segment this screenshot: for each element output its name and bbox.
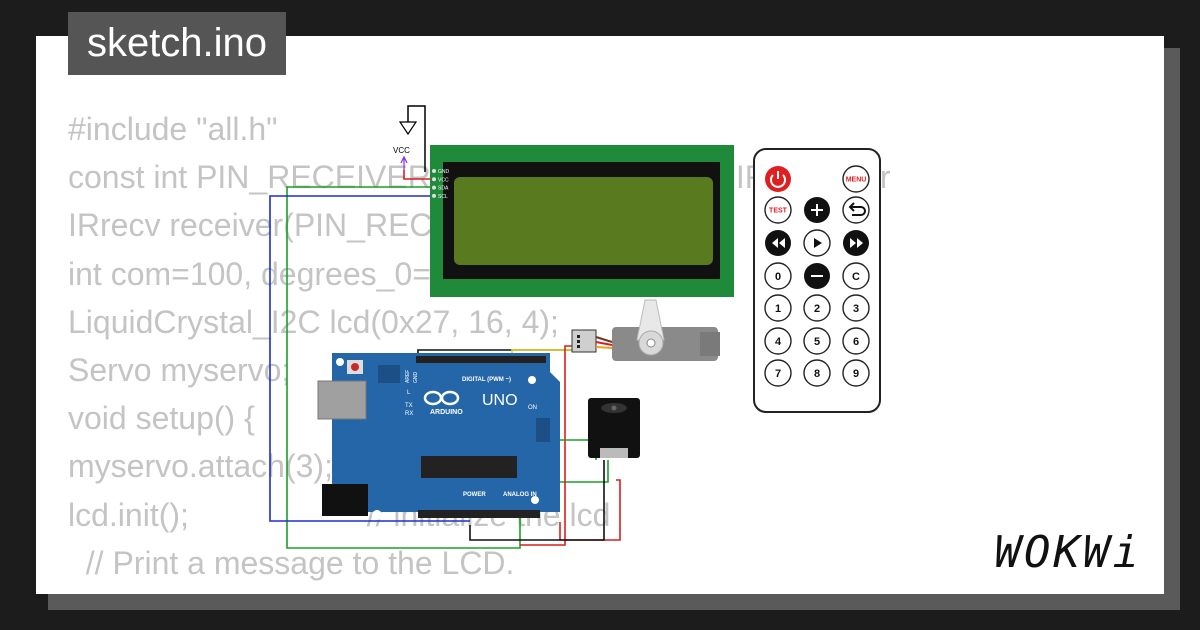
preview-card: #include "all.h"const int PIN_RECEIVER =…: [36, 36, 1164, 594]
arduino-aref: AREF: [405, 370, 411, 383]
remote-digit-0[interactable]: [764, 262, 792, 290]
code-line: LiquidCrystal_I2C lcd(0x27, 16, 4);: [68, 303, 559, 340]
arduino-logo: [423, 390, 460, 406]
prev-icon: [772, 238, 785, 248]
plus-icon: [811, 204, 823, 216]
file-tab[interactable]: sketch.ino: [68, 12, 286, 75]
wokwi-logo: WOKWi: [994, 527, 1142, 578]
remote-c-button-label: C: [852, 271, 860, 283]
vcc-symbol: VCC: [393, 105, 426, 172]
lcd-pin: [432, 193, 436, 198]
play-icon: [814, 238, 822, 248]
servo-motor: [571, 299, 720, 361]
vcc-label: VCC: [393, 146, 410, 155]
lcd-display: GND VCC SDA SCL: [430, 145, 734, 297]
remote-digit-5-label: 5: [814, 336, 820, 348]
remote-digit-2-label: 2: [814, 303, 820, 315]
next-icon: [850, 238, 863, 248]
remote-back-button[interactable]: [842, 196, 870, 224]
arduino-brand: ARDUINO: [430, 409, 463, 416]
remote-test-button-label: TEST: [769, 208, 788, 215]
remote-test-button[interactable]: [764, 196, 792, 224]
code-line: void setup() {: [68, 400, 255, 437]
remote-digit-9[interactable]: [842, 359, 870, 387]
remote-buttons: MENU TEST 0 C 1 2 3 4 5 6 7 8 9: [764, 165, 870, 387]
remote-c-button[interactable]: [842, 262, 870, 290]
remote-digit-6-label: 6: [853, 336, 859, 348]
code-line: lcd.backlight();: [68, 587, 891, 594]
remote-digit-8[interactable]: [803, 359, 831, 387]
remote-digit-5[interactable]: [803, 327, 831, 355]
lcd-pin: [432, 185, 436, 190]
arduino-analog: ANALOG IN: [503, 492, 537, 498]
arduino-on: ON: [528, 405, 537, 411]
lcd-pin: [432, 169, 436, 173]
lcd-pin-label: GND: [438, 169, 450, 175]
remote-digit-7[interactable]: [764, 359, 792, 387]
remote-digit-4-label: 4: [775, 336, 782, 348]
remote-digit-1-label: 1: [775, 303, 781, 315]
arduino-tx: TX: [405, 403, 413, 409]
arduino-model: UNO: [482, 392, 518, 409]
remote-digit-7-label: 7: [775, 368, 781, 380]
remote-digit-0-label: 0: [775, 271, 781, 283]
remote-digit-4[interactable]: [764, 327, 792, 355]
remote-menu-button-label: MENU: [846, 177, 867, 184]
lcd-pin: [432, 177, 436, 182]
power-icon: [770, 171, 786, 188]
code-line: int com=100, degrees_0=0;: [68, 255, 458, 292]
remote-digit-6[interactable]: [842, 327, 870, 355]
arduino-digital: DIGITAL (PWM ~): [462, 377, 511, 383]
remote-digit-3-label: 3: [853, 303, 859, 315]
lcd-pins: GND VCC SDA SCL: [432, 169, 450, 200]
remote-digit-9-label: 9: [853, 368, 859, 380]
code-line: Servo myservo;: [68, 352, 291, 389]
arduino-power: POWER: [463, 492, 486, 498]
lcd-pin-label: SCL: [438, 194, 448, 200]
ir-remote: MENU TEST 0 C 1 2 3 4 5 6 7 8 9: [753, 148, 881, 413]
code-line: #include "all.h": [68, 111, 278, 147]
arduino-l: L: [407, 390, 411, 396]
remote-digit-3[interactable]: [842, 294, 870, 322]
remote-digit-1[interactable]: [764, 294, 792, 322]
lcd-pin-label: SDA: [438, 186, 449, 192]
remote-digit-2[interactable]: [803, 294, 831, 322]
back-icon: [848, 202, 866, 216]
code-line: // Print a message to the LCD.: [68, 544, 515, 581]
circuit-diagram: VCC GND VCC SDA SCL: [269, 105, 881, 549]
remote-menu-button[interactable]: [842, 165, 870, 193]
arduino-gnd: GND: [413, 372, 419, 384]
remote-digit-8-label: 8: [814, 368, 820, 380]
arduino-uno: ARDUINO UNO ON DIGITAL (PWM ~) POWER ANA…: [317, 353, 560, 520]
arduino-rx: RX: [405, 411, 413, 417]
code-line: myservo.attach(3);: [68, 448, 333, 485]
ir-receiver: [588, 398, 640, 458]
lcd-pin-label: VCC: [438, 177, 449, 183]
